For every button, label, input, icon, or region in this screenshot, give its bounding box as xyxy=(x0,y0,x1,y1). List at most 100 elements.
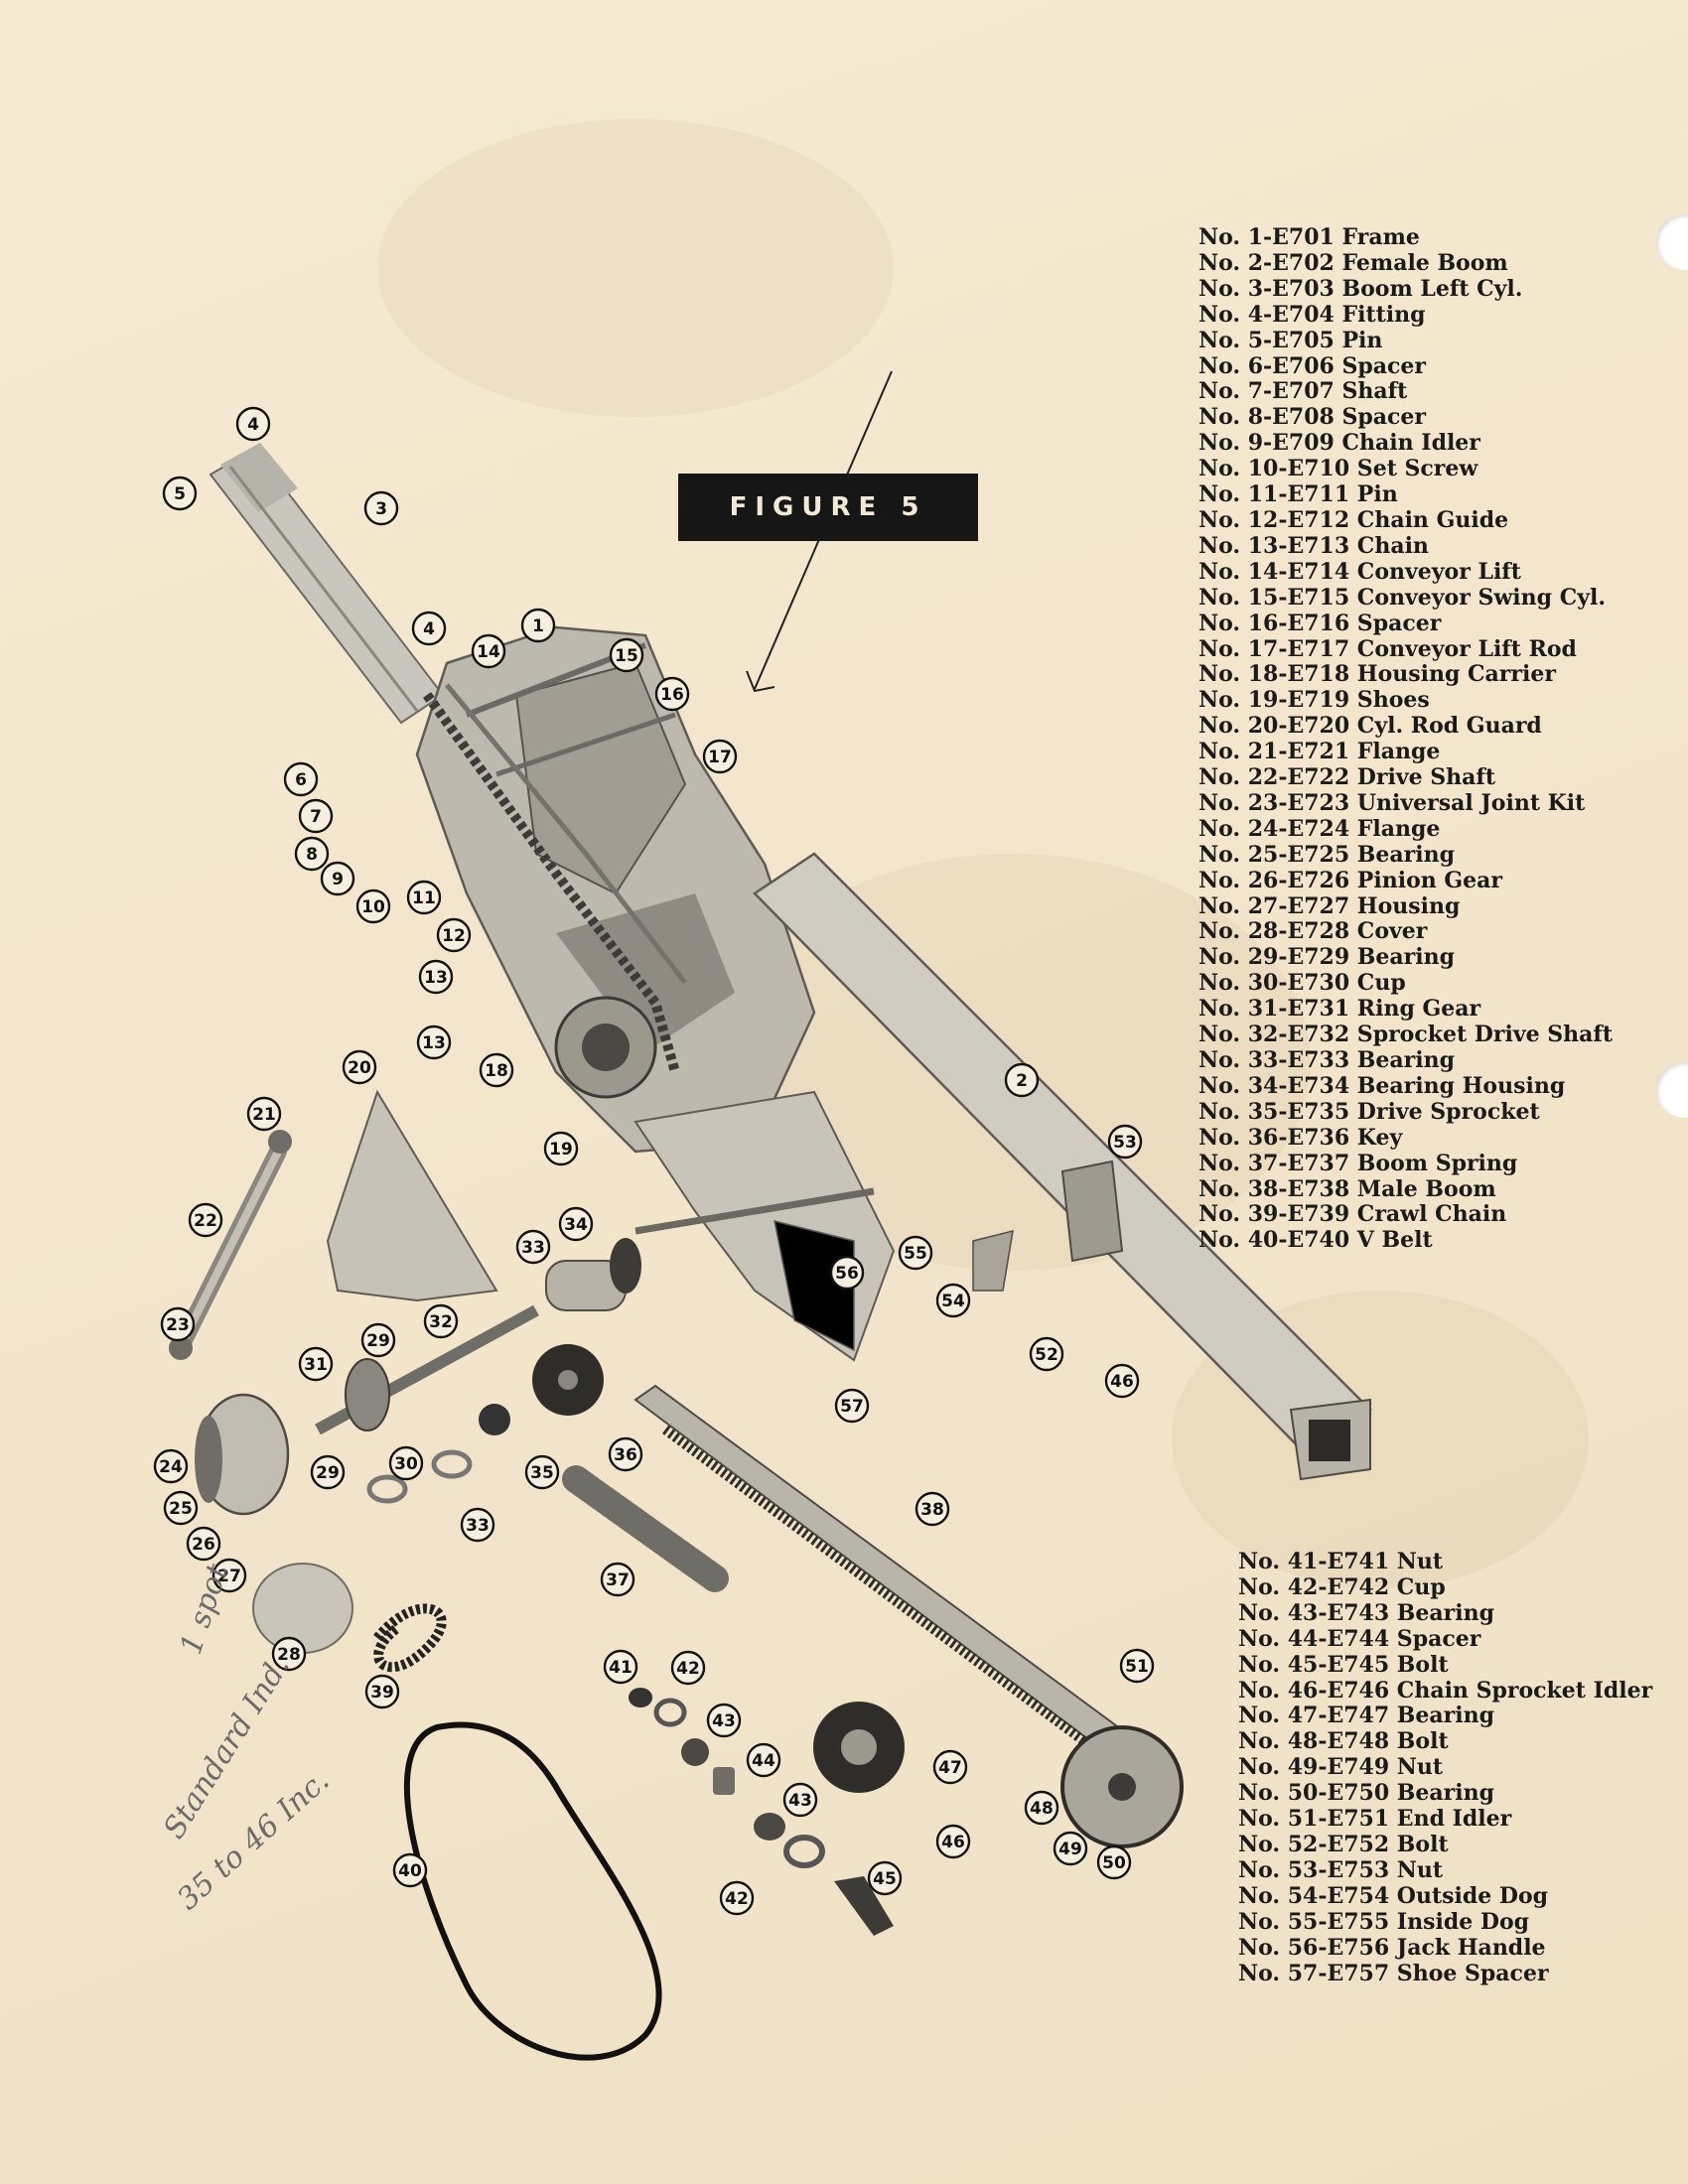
housing-carrier-part xyxy=(554,996,657,1099)
bearing-housing-part xyxy=(545,1238,641,1311)
callout-circle xyxy=(867,1860,903,1896)
parts-list-item: No. 52-E752 Bolt xyxy=(1238,1831,1449,1857)
callout-circle xyxy=(310,1454,346,1490)
callout-number: 37 xyxy=(606,1570,630,1590)
callout-circle xyxy=(416,1024,452,1060)
parts-list-item: No. 54-E754 Outside Dog xyxy=(1238,1882,1549,1909)
parts-list-item: No. 1-E701 Frame xyxy=(1198,224,1420,250)
callout-number: 43 xyxy=(712,1711,736,1731)
callout-circle xyxy=(246,1096,282,1132)
parts-list-item: No. 43-E743 Bearing xyxy=(1238,1599,1494,1626)
callout-number: 44 xyxy=(752,1751,775,1771)
callout-circle xyxy=(935,1824,971,1859)
callout-number: 10 xyxy=(361,897,385,917)
parts-list-item: No. 27-E727 Housing xyxy=(1198,892,1461,919)
parts-list-item: No. 8-E708 Spacer xyxy=(1198,404,1427,431)
callout-number: 39 xyxy=(370,1683,394,1703)
callout-number: 5 xyxy=(174,484,186,504)
jack-handle-part xyxy=(634,1187,875,1235)
parts-list-item: No. 50-E750 Bearing xyxy=(1238,1780,1494,1807)
callout-number: 20 xyxy=(348,1058,371,1078)
parts-list-item: No. 56-E756 Jack Handle xyxy=(1238,1934,1546,1961)
callout-circle xyxy=(163,1490,199,1526)
male-boom-part xyxy=(633,1384,1184,1848)
callout-number: 8 xyxy=(306,845,318,865)
callout-circle xyxy=(1104,1363,1140,1399)
callout-number: 14 xyxy=(477,642,500,662)
callout-circle xyxy=(363,490,399,526)
callout-circle xyxy=(520,608,556,643)
housing-part xyxy=(195,1393,290,1516)
parts-list-item: No. 47-E747 Bearing xyxy=(1238,1703,1494,1729)
callout-number: 42 xyxy=(725,1889,749,1909)
parts-list-item: No. 40-E740 V Belt xyxy=(1198,1227,1433,1254)
parts-list-item: No. 11-E711 Pin xyxy=(1198,481,1398,508)
callout-number: 19 xyxy=(549,1140,573,1160)
parts-list-item: No. 12-E712 Chain Guide xyxy=(1198,506,1509,533)
callout-number: 9 xyxy=(332,870,344,889)
parts-list-item: No. 38-E738 Male Boom xyxy=(1198,1175,1496,1202)
callout-number: 52 xyxy=(1035,1345,1058,1365)
callout-circle xyxy=(320,861,355,896)
parts-list-item: No. 7-E707 Shaft xyxy=(1198,378,1408,405)
callout-number: 2 xyxy=(1016,1071,1028,1091)
callout-circle xyxy=(524,1454,560,1490)
parts-list-item: No. 46-E746 Chain Sprocket Idler xyxy=(1238,1677,1653,1704)
callout-circle xyxy=(153,1448,189,1484)
callout-circle xyxy=(914,1491,950,1527)
callout-number: 40 xyxy=(398,1861,422,1881)
parts-list-item: No. 25-E725 Bearing xyxy=(1198,841,1455,868)
parts-list-item: No. 53-E753 Nut xyxy=(1238,1856,1444,1883)
parts-list-item: No. 57-E757 Shoe Spacer xyxy=(1238,1960,1549,1986)
callout-number: 25 xyxy=(169,1499,193,1519)
callout-number: 29 xyxy=(316,1463,340,1483)
parts-list-item: No. 44-E744 Spacer xyxy=(1238,1625,1481,1652)
callout-circle xyxy=(543,1131,579,1166)
parts-list-item: No. 19-E719 Shoes xyxy=(1198,687,1430,714)
callout-circle xyxy=(298,1346,334,1382)
callout-circle xyxy=(702,739,738,774)
boom-dog-part xyxy=(972,1160,1124,1292)
parts-list-item: No. 13-E713 Chain xyxy=(1198,532,1429,559)
callout-number: 28 xyxy=(277,1645,301,1665)
callout-circle xyxy=(670,1650,706,1686)
callout-circle xyxy=(471,633,506,669)
callout-number: 47 xyxy=(938,1758,962,1778)
callout-circle xyxy=(932,1749,968,1785)
callout-number: 48 xyxy=(1030,1799,1054,1819)
parts-list-item: No. 45-E745 Bolt xyxy=(1238,1651,1449,1678)
callout-circle xyxy=(706,1703,742,1738)
parts-list-item: No. 14-E714 Conveyor Lift xyxy=(1198,558,1521,585)
callout-circle xyxy=(1096,1844,1132,1880)
callout-number: 50 xyxy=(1102,1853,1126,1873)
callout-circle xyxy=(418,959,454,995)
callout-circle xyxy=(1029,1336,1064,1372)
callout-number: 53 xyxy=(1113,1133,1137,1153)
boom-cylinder-part xyxy=(209,443,445,725)
parts-list-item: No. 42-E742 Cup xyxy=(1238,1573,1446,1600)
parts-list-item: No. 5-E705 Pin xyxy=(1198,327,1383,353)
callout-circle xyxy=(235,406,271,442)
callout-circle xyxy=(782,1782,818,1818)
callout-circle xyxy=(1053,1831,1088,1866)
chain-part xyxy=(422,683,687,1074)
paper-stain xyxy=(377,119,894,417)
callout-number: 13 xyxy=(422,1033,446,1053)
callout-circle xyxy=(603,1649,638,1685)
callout-circle xyxy=(160,1306,196,1342)
callout-number: 57 xyxy=(840,1397,864,1417)
callout-number: 29 xyxy=(366,1331,390,1351)
parts-list-item: No. 23-E723 Universal Joint Kit xyxy=(1198,789,1586,816)
idler-small-parts xyxy=(629,1688,905,1936)
callout-circle xyxy=(342,1049,377,1085)
callout-circle xyxy=(162,476,198,511)
callout-circle xyxy=(935,1283,971,1318)
callout-number: 3 xyxy=(375,499,387,519)
parts-list-item: No. 37-E737 Boom Spring xyxy=(1198,1150,1518,1176)
callout-circle xyxy=(294,836,330,872)
callout-number: 46 xyxy=(1110,1372,1134,1392)
parts-list-item: No. 21-E721 Flange xyxy=(1198,739,1441,765)
